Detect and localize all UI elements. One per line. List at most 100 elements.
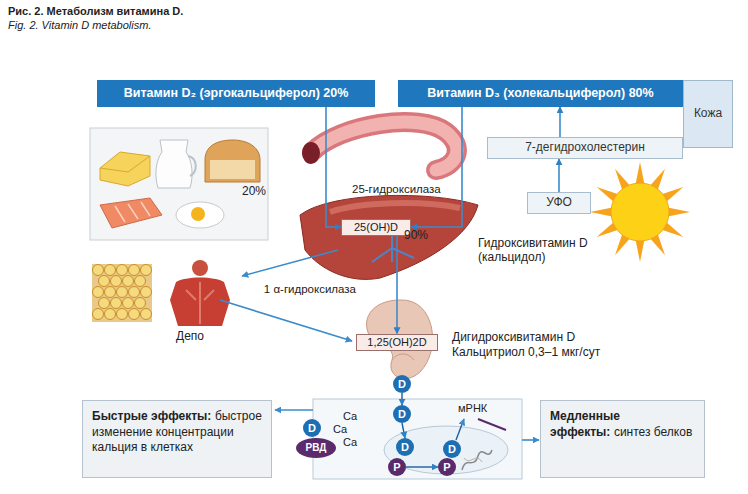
food-panel [90, 128, 268, 240]
food-panel [188, 156, 196, 176]
flow-arrow [326, 107, 341, 227]
flow-arrow [406, 466, 438, 467]
fat-cells [123, 298, 134, 309]
node-text: D [448, 443, 456, 456]
figure-title: Рис. 2. Метаболизм витамина D. [8, 5, 183, 17]
process-box: 7-дегидрохолестерин [487, 137, 683, 159]
food-panel [100, 152, 150, 186]
fat-cells [129, 287, 140, 298]
node-text: УФО [546, 196, 572, 210]
food-panel [100, 198, 162, 228]
fat-cells [141, 309, 152, 320]
fat-cells [135, 276, 146, 287]
phosphate-circle: P [388, 458, 406, 476]
food-panel [90, 128, 268, 240]
fat-cells [141, 265, 152, 276]
skin-box: Кожа [683, 80, 733, 148]
molecule-circle: D [303, 419, 321, 437]
fat-cells [92, 264, 152, 322]
fat-cells [129, 265, 140, 276]
food-panel [210, 160, 255, 179]
food-panel [176, 202, 224, 228]
kidney [367, 300, 433, 379]
flow-arrow [559, 107, 561, 137]
sun [636, 240, 645, 262]
node-text: Медленные эффекты: [550, 409, 620, 439]
leader-arrows [220, 300, 352, 341]
food-panel [100, 156, 150, 172]
leader-arrows [522, 439, 539, 441]
fat-cells [117, 265, 128, 276]
organ-label: Депо [176, 329, 204, 343]
flow-arrow [401, 393, 402, 405]
enzyme-label: 1 α-гидроксилаза [264, 283, 356, 297]
phosphate-circle: P [438, 458, 456, 476]
percent-label: 90% [404, 228, 428, 242]
fat-cells [105, 287, 116, 298]
fat-cells [105, 309, 116, 320]
node-text: 7-дегидрохолестерин [525, 141, 645, 155]
sun [636, 162, 645, 184]
cell [313, 399, 522, 479]
node-text: Быстрые эффекты: [92, 409, 211, 423]
molecule-circle: D [393, 405, 411, 423]
kidney [367, 300, 433, 379]
receptor-ellipse: РВД [296, 438, 336, 458]
leader-arrows [456, 419, 464, 440]
node-text: Кожа [694, 107, 722, 121]
node-text: 25(OH)D [354, 221, 398, 234]
fat-cells [123, 276, 134, 287]
fat-cells [105, 265, 116, 276]
metabolite-box: 1,25(OH)2D [356, 334, 438, 351]
dose-label: Кальцитриол 0,3–1 мкг/сут [452, 345, 600, 359]
leader-arrows [242, 250, 338, 276]
flow-arrow [396, 236, 398, 334]
fat-cells [135, 298, 146, 309]
fat-cells [129, 309, 140, 320]
muscle-figure [170, 278, 230, 327]
ion-label: Ca [333, 423, 347, 436]
cell [464, 458, 482, 462]
node-text: D [398, 378, 406, 391]
flow-arrow [558, 159, 560, 192]
muscle-figure [192, 260, 208, 276]
enzyme-label: 25-гидроксилаза [352, 183, 441, 197]
node-text: Витамин D₂ (эргокальциферол) 20% [124, 86, 349, 100]
effect-box: Быстрые эффекты:быстрое изменение концен… [82, 400, 272, 478]
source-box: Витамин D₃ (холекальциферол) 80% [398, 80, 683, 107]
node-body-text: синтез белков [614, 425, 692, 439]
metabolite-box: 25(OH)D [341, 219, 411, 236]
muscle-figure [186, 282, 214, 324]
flow-arrow [402, 423, 405, 438]
food-panel [156, 140, 192, 188]
node-text: D [308, 422, 316, 435]
ion-label: Ca [343, 436, 357, 449]
fat-cells [117, 309, 128, 320]
fat-cells [92, 264, 152, 322]
percent-label: 20% [242, 184, 266, 198]
node-text: D [398, 408, 406, 421]
molecule-circle: D [393, 375, 411, 393]
fat-cells [99, 276, 110, 287]
muscle-figure [170, 260, 230, 326]
food-panel [191, 207, 205, 221]
cell [462, 450, 492, 470]
sun [668, 208, 690, 217]
molecule-circle: D [443, 440, 461, 458]
liver [330, 203, 460, 212]
kidney [392, 354, 414, 360]
fat-cells [141, 287, 152, 298]
intestine [312, 122, 457, 170]
molecule-circle: D [396, 438, 414, 456]
node-text: 1,25(OH)2D [367, 336, 426, 349]
cell [313, 399, 522, 479]
node-text: P [443, 461, 450, 474]
metabolite-label: Дигидроксивитамин D [452, 330, 575, 344]
ion-label: Ca [343, 410, 357, 423]
mrna-label: мРНК [458, 402, 487, 415]
fat-cells [99, 298, 110, 309]
cell [478, 419, 506, 430]
fat-cells [93, 309, 104, 320]
node-text: D [401, 441, 409, 454]
